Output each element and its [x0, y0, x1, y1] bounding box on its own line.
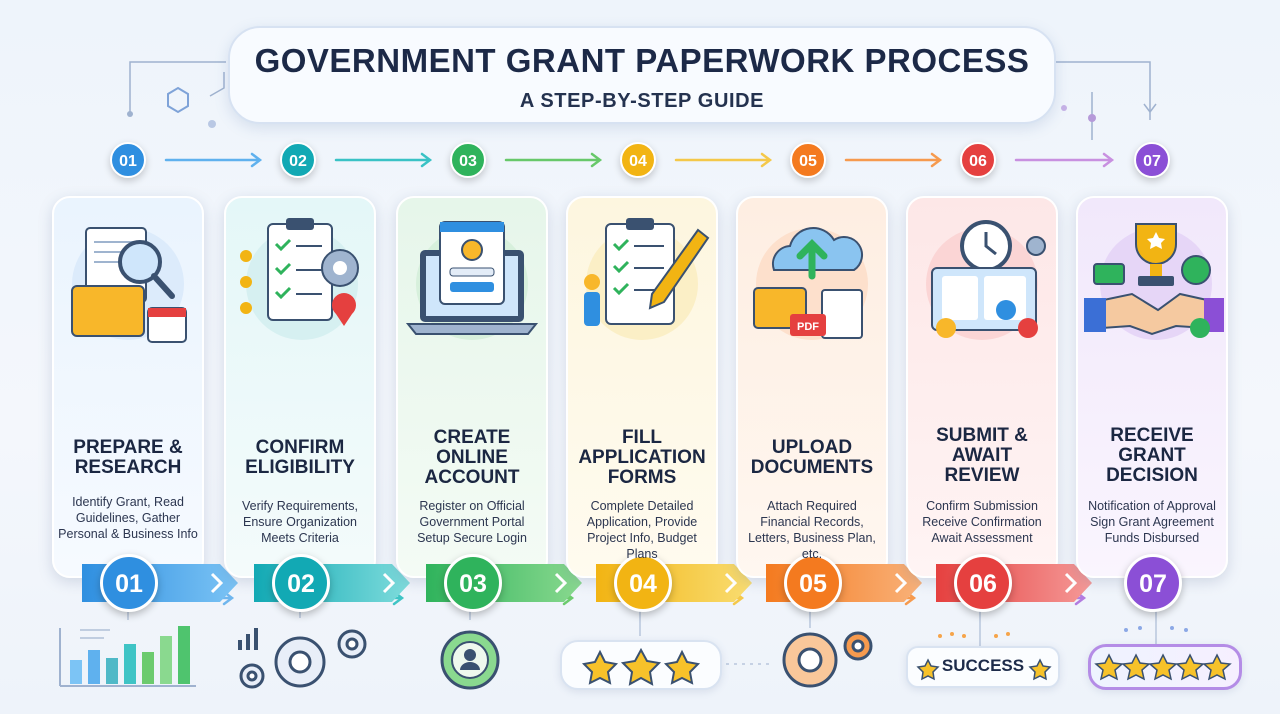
step-card-1: 01 PREPARE & RESEARCH Identify Grant, Re… [52, 196, 238, 612]
step-description: Verify Requirements, Ensure Organization… [241, 499, 359, 545]
top-step-badge-01: 01 [110, 142, 146, 178]
grant-trophy-handshake-icon [1084, 223, 1224, 340]
step-number-circle: 06 [954, 554, 1012, 612]
step-number-circle: 03 [444, 554, 502, 612]
top-step-badge-05: 05 [790, 142, 826, 178]
step-description: Identify Grant, Read Guidelines, Gather … [58, 495, 198, 541]
step-number-circle: 04 [614, 554, 672, 612]
page-title: GOVERNMENT GRANT PAPERWORK PROCESS [254, 42, 1030, 79]
step-card-3: 03 CREATE ONLINE ACCOUNT Register on Off… [396, 196, 582, 612]
step-number-circle: 05 [784, 554, 842, 612]
step-title: PREPARE & RESEARCH [73, 437, 183, 478]
step-card-6: 06 SUBMIT & AWAIT REVIEW Confirm Submiss… [906, 196, 1092, 612]
step-description: Complete Detailed Application, Provide P… [586, 499, 698, 561]
step-card-2: 02 CONFIRM ELIGIBILITY Verify Requiremen… [224, 196, 410, 612]
step-card-7: 07 RECEIVE GRANT DECISION Notification o… [1076, 196, 1228, 612]
step-title: CONFIRM ELIGIBILITY [245, 437, 355, 478]
step-title: RECEIVE GRANT DECISION [1106, 425, 1198, 486]
submit-review-clock-icon [926, 220, 1046, 340]
success-label: SUCCESS [941, 656, 1025, 675]
step-description: Notification of Approval Sign Grant Agre… [1088, 499, 1216, 545]
success-star-icons [916, 658, 1052, 681]
top-step-badge-02: 02 [280, 142, 316, 178]
cloud-upload-documents-icon: PDF [753, 227, 868, 340]
five-star-pill [1088, 644, 1242, 690]
top-step-badge-06: 06 [960, 142, 996, 178]
page-subtitle: A STEP-BY-STEP GUIDE [519, 90, 765, 112]
step-number-circle: 01 [100, 554, 158, 612]
top-step-badge-03: 03 [450, 142, 486, 178]
eligibility-checklist-icon [240, 218, 359, 340]
step-card-5: PDF 05 UPLOAD DOCUMENTS Attach Required … [736, 196, 922, 612]
step-title: UPLOAD DOCUMENTS [750, 437, 874, 478]
step-number-circle: 07 [1124, 554, 1182, 612]
title-banner: GOVERNMENT GRANT PAPERWORK PROCESS A STE… [228, 26, 1056, 124]
success-pill: SUCCESS [906, 646, 1060, 688]
step-description: Register on Official Government Portal S… [417, 499, 527, 545]
star-rating-pill [560, 640, 722, 690]
step-title: FILL APPLICATION FORMS [578, 427, 706, 488]
five-star-icons [1094, 653, 1232, 681]
step-title: CREATE ONLINE ACCOUNT [424, 427, 520, 488]
research-documents-icon [71, 227, 187, 343]
top-step-badge-04: 04 [620, 142, 656, 178]
step-number-circle: 02 [272, 554, 330, 612]
step-card-4: 04 FILL APPLICATION FORMS Complete Detai… [566, 196, 752, 612]
step-title: SUBMIT & AWAIT REVIEW [936, 425, 1028, 486]
top-step-badge-07: 07 [1134, 142, 1170, 178]
svg-text:PDF: PDF [797, 321, 819, 333]
star-icons [581, 647, 701, 686]
step-description: Attach Required Financial Records, Lette… [748, 499, 876, 561]
application-form-pen-icon [584, 218, 710, 340]
online-login-laptop-icon [405, 221, 539, 340]
step-description: Confirm Submission Receive Confirmation … [922, 499, 1042, 545]
